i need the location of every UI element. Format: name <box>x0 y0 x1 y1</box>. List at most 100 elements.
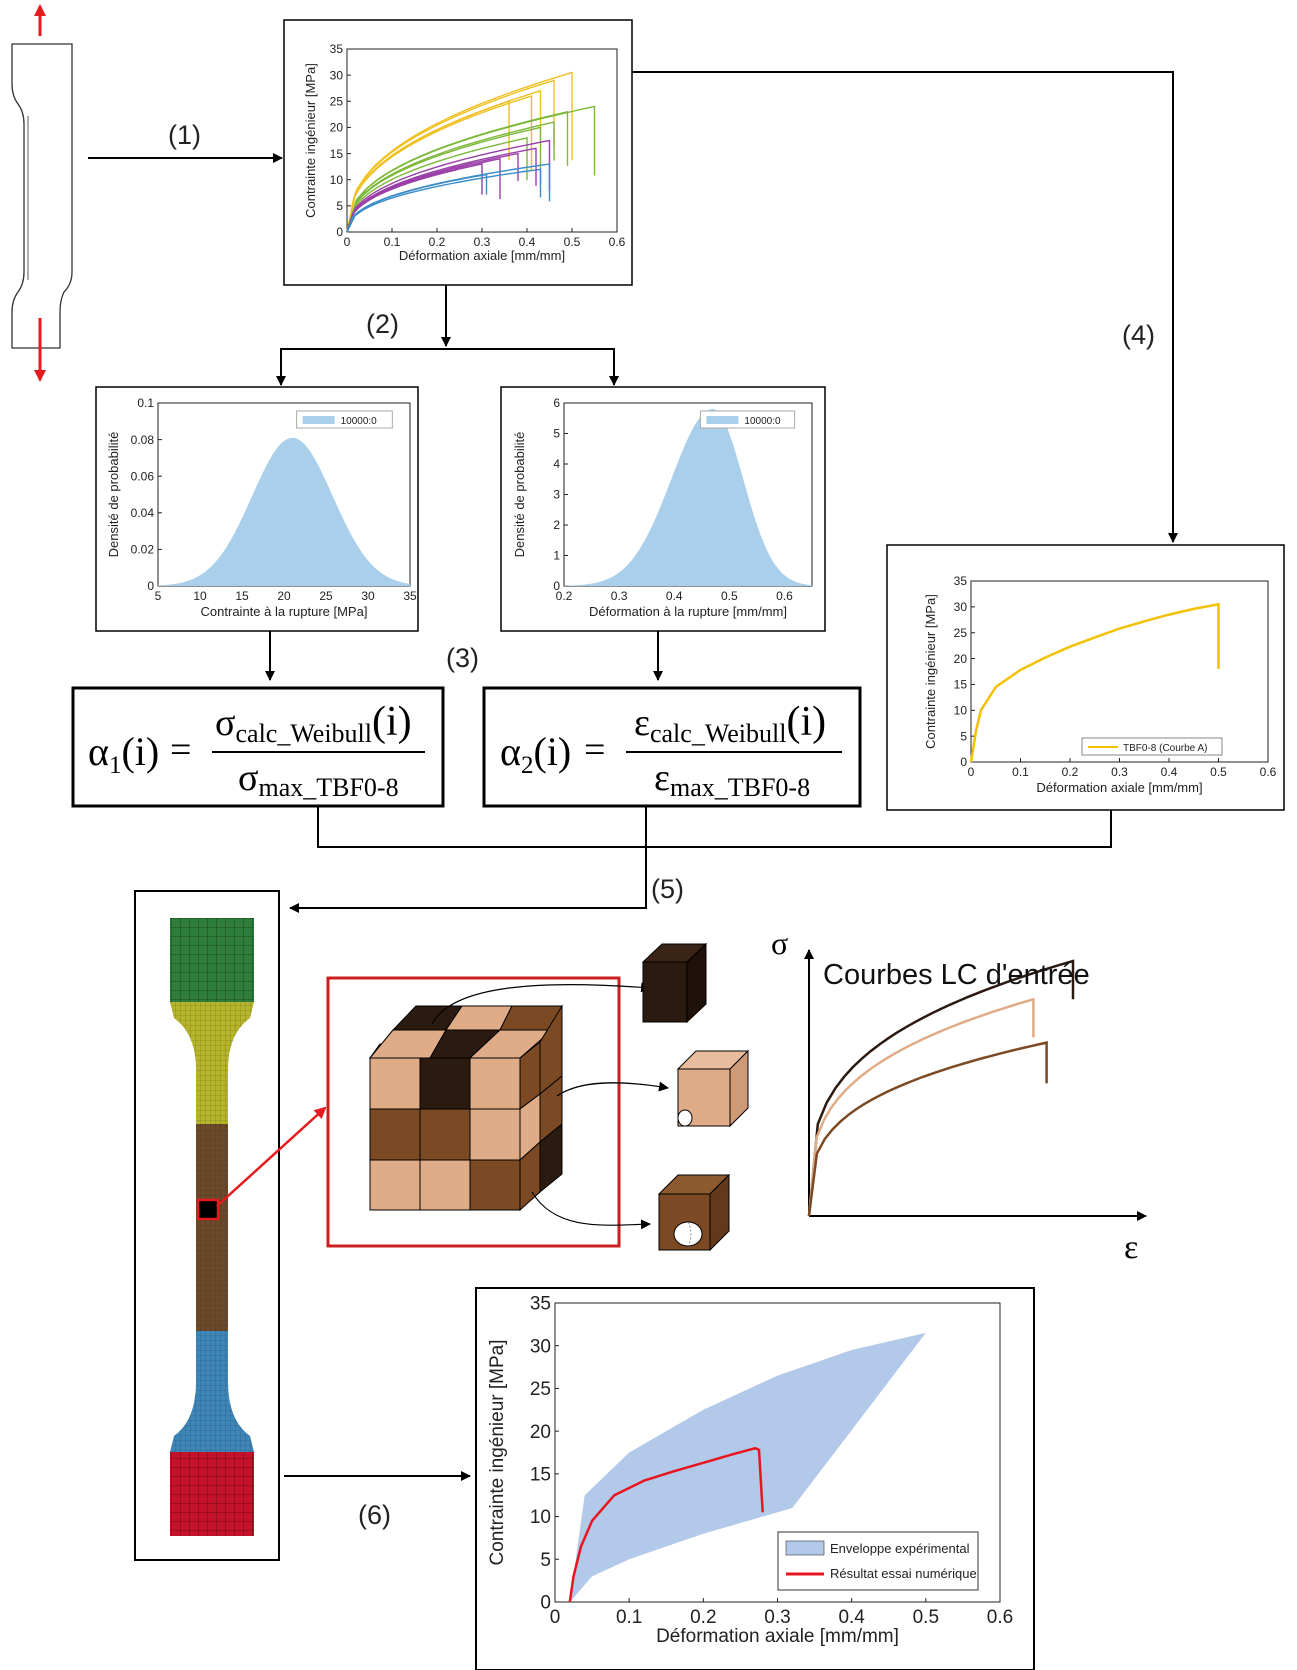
voxel-cube <box>368 1004 563 1212</box>
legend-swatch-envelope <box>785 1540 825 1556</box>
x-tick-label: 0.2 <box>690 1607 716 1628</box>
x-tick-label: 0.5 <box>564 235 581 249</box>
formula2-numerator-argument: (i) <box>786 699 826 745</box>
x-tick-label: 0.6 <box>609 235 626 249</box>
lc-input-curves <box>804 949 1147 1221</box>
legend-label: 10000:0 <box>744 416 781 427</box>
experimental-curve <box>346 168 542 233</box>
x-tick-label: 0.5 <box>1210 765 1227 779</box>
experimental-curve <box>346 79 555 233</box>
x-axis-label: Déformation axiale [mm/mm] <box>399 248 565 263</box>
x-tick-label: 35 <box>403 589 417 603</box>
envelope-area <box>569 1332 926 1602</box>
y-tick-label: 35 <box>330 42 344 56</box>
formula-alpha2: α2(i) = εcalc_Weibull(i) εmax_TBF0-8 <box>482 686 862 808</box>
experimental-curve <box>346 95 533 233</box>
density-area <box>158 437 410 586</box>
legend-label: TBF0-8 (Courbe A) <box>1123 743 1207 754</box>
experimental-curve <box>346 147 537 233</box>
y-tick-label: 10 <box>530 1507 551 1528</box>
experimental-curve <box>346 71 573 233</box>
x-tick-label: 0.1 <box>616 1607 642 1628</box>
y-tick-label: 35 <box>954 574 968 588</box>
legend-swatch <box>302 416 335 424</box>
reference-curve <box>969 602 1220 763</box>
element-mid-large-pore <box>657 1173 731 1252</box>
y-tick-label: 0 <box>960 755 967 769</box>
x-tick-label: 0.2 <box>556 589 573 603</box>
y-tick-label: 30 <box>954 600 968 614</box>
y-axis-label: Contrainte ingénieur [MPa] <box>487 1339 508 1565</box>
step-label-3: (3) <box>446 643 479 673</box>
formula2-lhs-subscript: 2 <box>521 752 534 779</box>
experimental-curve <box>346 173 488 233</box>
x-tick-label: 0.4 <box>666 589 683 603</box>
y-tick-label: 4 <box>553 457 560 471</box>
step-label-6: (6) <box>358 1500 391 1530</box>
legend-label: 10000:0 <box>341 416 378 427</box>
x-tick-label: 0.2 <box>429 235 446 249</box>
y-tick-label: 10 <box>954 703 968 717</box>
x-tick-label: 0.4 <box>519 235 536 249</box>
zoom-arrow <box>216 1106 327 1207</box>
step-label-5: (5) <box>651 874 684 904</box>
legend-label-envelope: Enveloppe expérimental <box>830 1541 970 1556</box>
y-tick-label: 30 <box>530 1336 551 1357</box>
y-tick-label: 20 <box>330 121 344 135</box>
x-tick-label: 0.2 <box>1062 765 1079 779</box>
x-tick-label: 0.3 <box>611 589 628 603</box>
x-tick-label: 0 <box>550 1607 561 1628</box>
x-tick-label: 0.5 <box>913 1607 939 1628</box>
x-axis-label: Déformation axiale [mm/mm] <box>1036 780 1202 795</box>
y-tick-label: 1 <box>553 549 560 563</box>
x-tick-label: 0.1 <box>384 235 401 249</box>
formula2-numerator-symbol: ε <box>634 702 650 744</box>
density-area <box>564 409 812 586</box>
tensile-specimen <box>11 4 73 382</box>
step-label-1: (1) <box>168 120 201 150</box>
formula2-lhs-argument: (i) <box>533 729 571 774</box>
x-tick-label: 0.1 <box>1012 765 1029 779</box>
x-axis-label: Contrainte à la rupture [MPa] <box>201 604 368 619</box>
formula1-denominator-subscript: max_TBF0-8 <box>258 773 398 802</box>
experimental-curve <box>346 100 510 233</box>
formula1-numerator-subscript: calc_Weibull <box>235 719 372 748</box>
formula1-numerator-symbol: σ <box>215 702 235 744</box>
y-tick-label: 0.06 <box>131 469 155 483</box>
experimental-curves-panel <box>283 19 633 286</box>
reference-curve-panel <box>886 544 1285 811</box>
legend-label-result: Résultat essai numérique <box>830 1566 977 1581</box>
x-axis-label: Déformation à la rupture [mm/mm] <box>589 604 787 619</box>
experimental-curve <box>346 139 551 233</box>
x-tick-label: 0.6 <box>987 1607 1013 1628</box>
y-axis-label: Densité de probabilité <box>512 432 527 558</box>
y-tick-label: 25 <box>530 1379 551 1400</box>
fe-mesh-specimen <box>170 918 254 1536</box>
y-tick-label: 10 <box>330 173 344 187</box>
y-tick-label: 35 <box>530 1294 551 1315</box>
y-tick-label: 15 <box>330 147 344 161</box>
step-label-4: (4) <box>1122 320 1155 350</box>
y-tick-label: 2 <box>553 518 560 532</box>
experimental-curve <box>346 110 569 233</box>
cube-callout-arrows <box>431 982 669 1230</box>
svg-text:εmax_TBF0-8: εmax_TBF0-8 <box>654 757 810 802</box>
y-tick-label: 30 <box>330 68 344 82</box>
x-tick-label: 30 <box>361 589 375 603</box>
y-tick-label: 0 <box>540 1593 551 1614</box>
formula1-denominator-symbol: σ <box>238 757 258 799</box>
y-axis-label: Contrainte ingénieur [MPa] <box>923 594 938 749</box>
y-tick-label: 5 <box>336 199 343 213</box>
svg-text:=: = <box>170 729 191 771</box>
x-tick-label: 5 <box>155 589 162 603</box>
x-tick-label: 0.3 <box>474 235 491 249</box>
formula2-denominator-subscript: max_TBF0-8 <box>670 773 810 802</box>
lc-title: Courbes LC d'entrée <box>823 959 1090 991</box>
experimental-curve <box>346 163 483 233</box>
formula1-lhs-symbol: α <box>88 729 109 774</box>
x-tick-label: 0 <box>344 235 351 249</box>
